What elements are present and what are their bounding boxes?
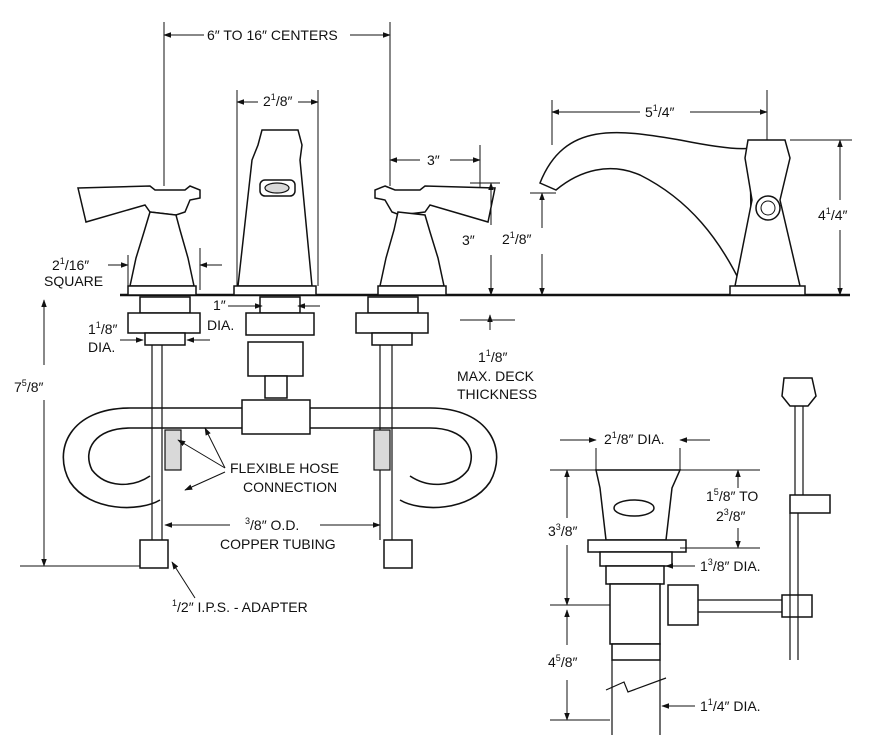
spout-height-label: 21/8″	[502, 230, 531, 247]
flexible-hose-loops	[62, 399, 498, 509]
side-view-spout	[539, 131, 806, 296]
shank-dia-text-label: DIA.	[88, 339, 115, 355]
drain-dia-label: 21/8″ DIA.	[604, 430, 665, 447]
right-handle-valve	[374, 185, 496, 296]
left-handle-valve	[77, 185, 201, 296]
copper-tubing-label: COPPER TUBING	[220, 536, 336, 552]
tailpiece-length-label: 45/8″	[548, 653, 577, 670]
neck-dia-label: 13/8″ DIA.	[700, 557, 761, 574]
spout-width-label: 21/8″	[263, 92, 292, 109]
reach-label: 51/4″	[645, 103, 674, 120]
shank-dia-label: 11/8″	[88, 320, 117, 337]
deck-thickness-line1: MAX. DECK	[457, 368, 535, 384]
hole-dia-value-label: 1″	[213, 297, 226, 313]
hole-dia-text-label: DIA.	[207, 317, 234, 333]
stopper-range-label-line1: 15/8″ TO	[706, 487, 758, 504]
dimension-lines	[20, 22, 852, 721]
drain-height-label: 33/8″	[548, 522, 577, 539]
left-valve-body-below	[127, 296, 201, 569]
handle-offset-label: 3″	[427, 152, 440, 168]
flexible-hose-label-line1: FLEXIBLE HOSE	[230, 460, 339, 476]
adapter-label: 1/2″ I.P.S. - ADAPTER	[172, 598, 308, 615]
stopper-range-label-line2: 23/8″	[716, 507, 745, 524]
copper-tubing-size-label: 3/8″ O.D.	[245, 516, 299, 533]
overall-height-label: 41/4″	[818, 206, 847, 223]
square-text-label: SQUARE	[44, 273, 103, 289]
flexible-hose-label-line2: CONNECTION	[243, 479, 337, 495]
deck-thickness-value-label: 11/8″	[478, 348, 507, 365]
tailpiece-dia-label: 11/4″ DIA.	[700, 697, 761, 714]
below-deck-length-label: 75/8″	[14, 378, 43, 395]
right-valve-body-below	[355, 296, 429, 569]
pop-up-drain-assembly	[587, 469, 813, 735]
square-size-label: 21/16″	[52, 256, 89, 273]
handle-height-label: 3″	[462, 232, 475, 248]
lift-rod-assembly	[781, 377, 831, 660]
centers-label: 6″ TO 16″ CENTERS	[207, 27, 338, 43]
deck-thickness-line2: THICKNESS	[457, 386, 537, 402]
center-mixer-body-below	[245, 296, 315, 399]
center-spout-body	[233, 129, 317, 296]
